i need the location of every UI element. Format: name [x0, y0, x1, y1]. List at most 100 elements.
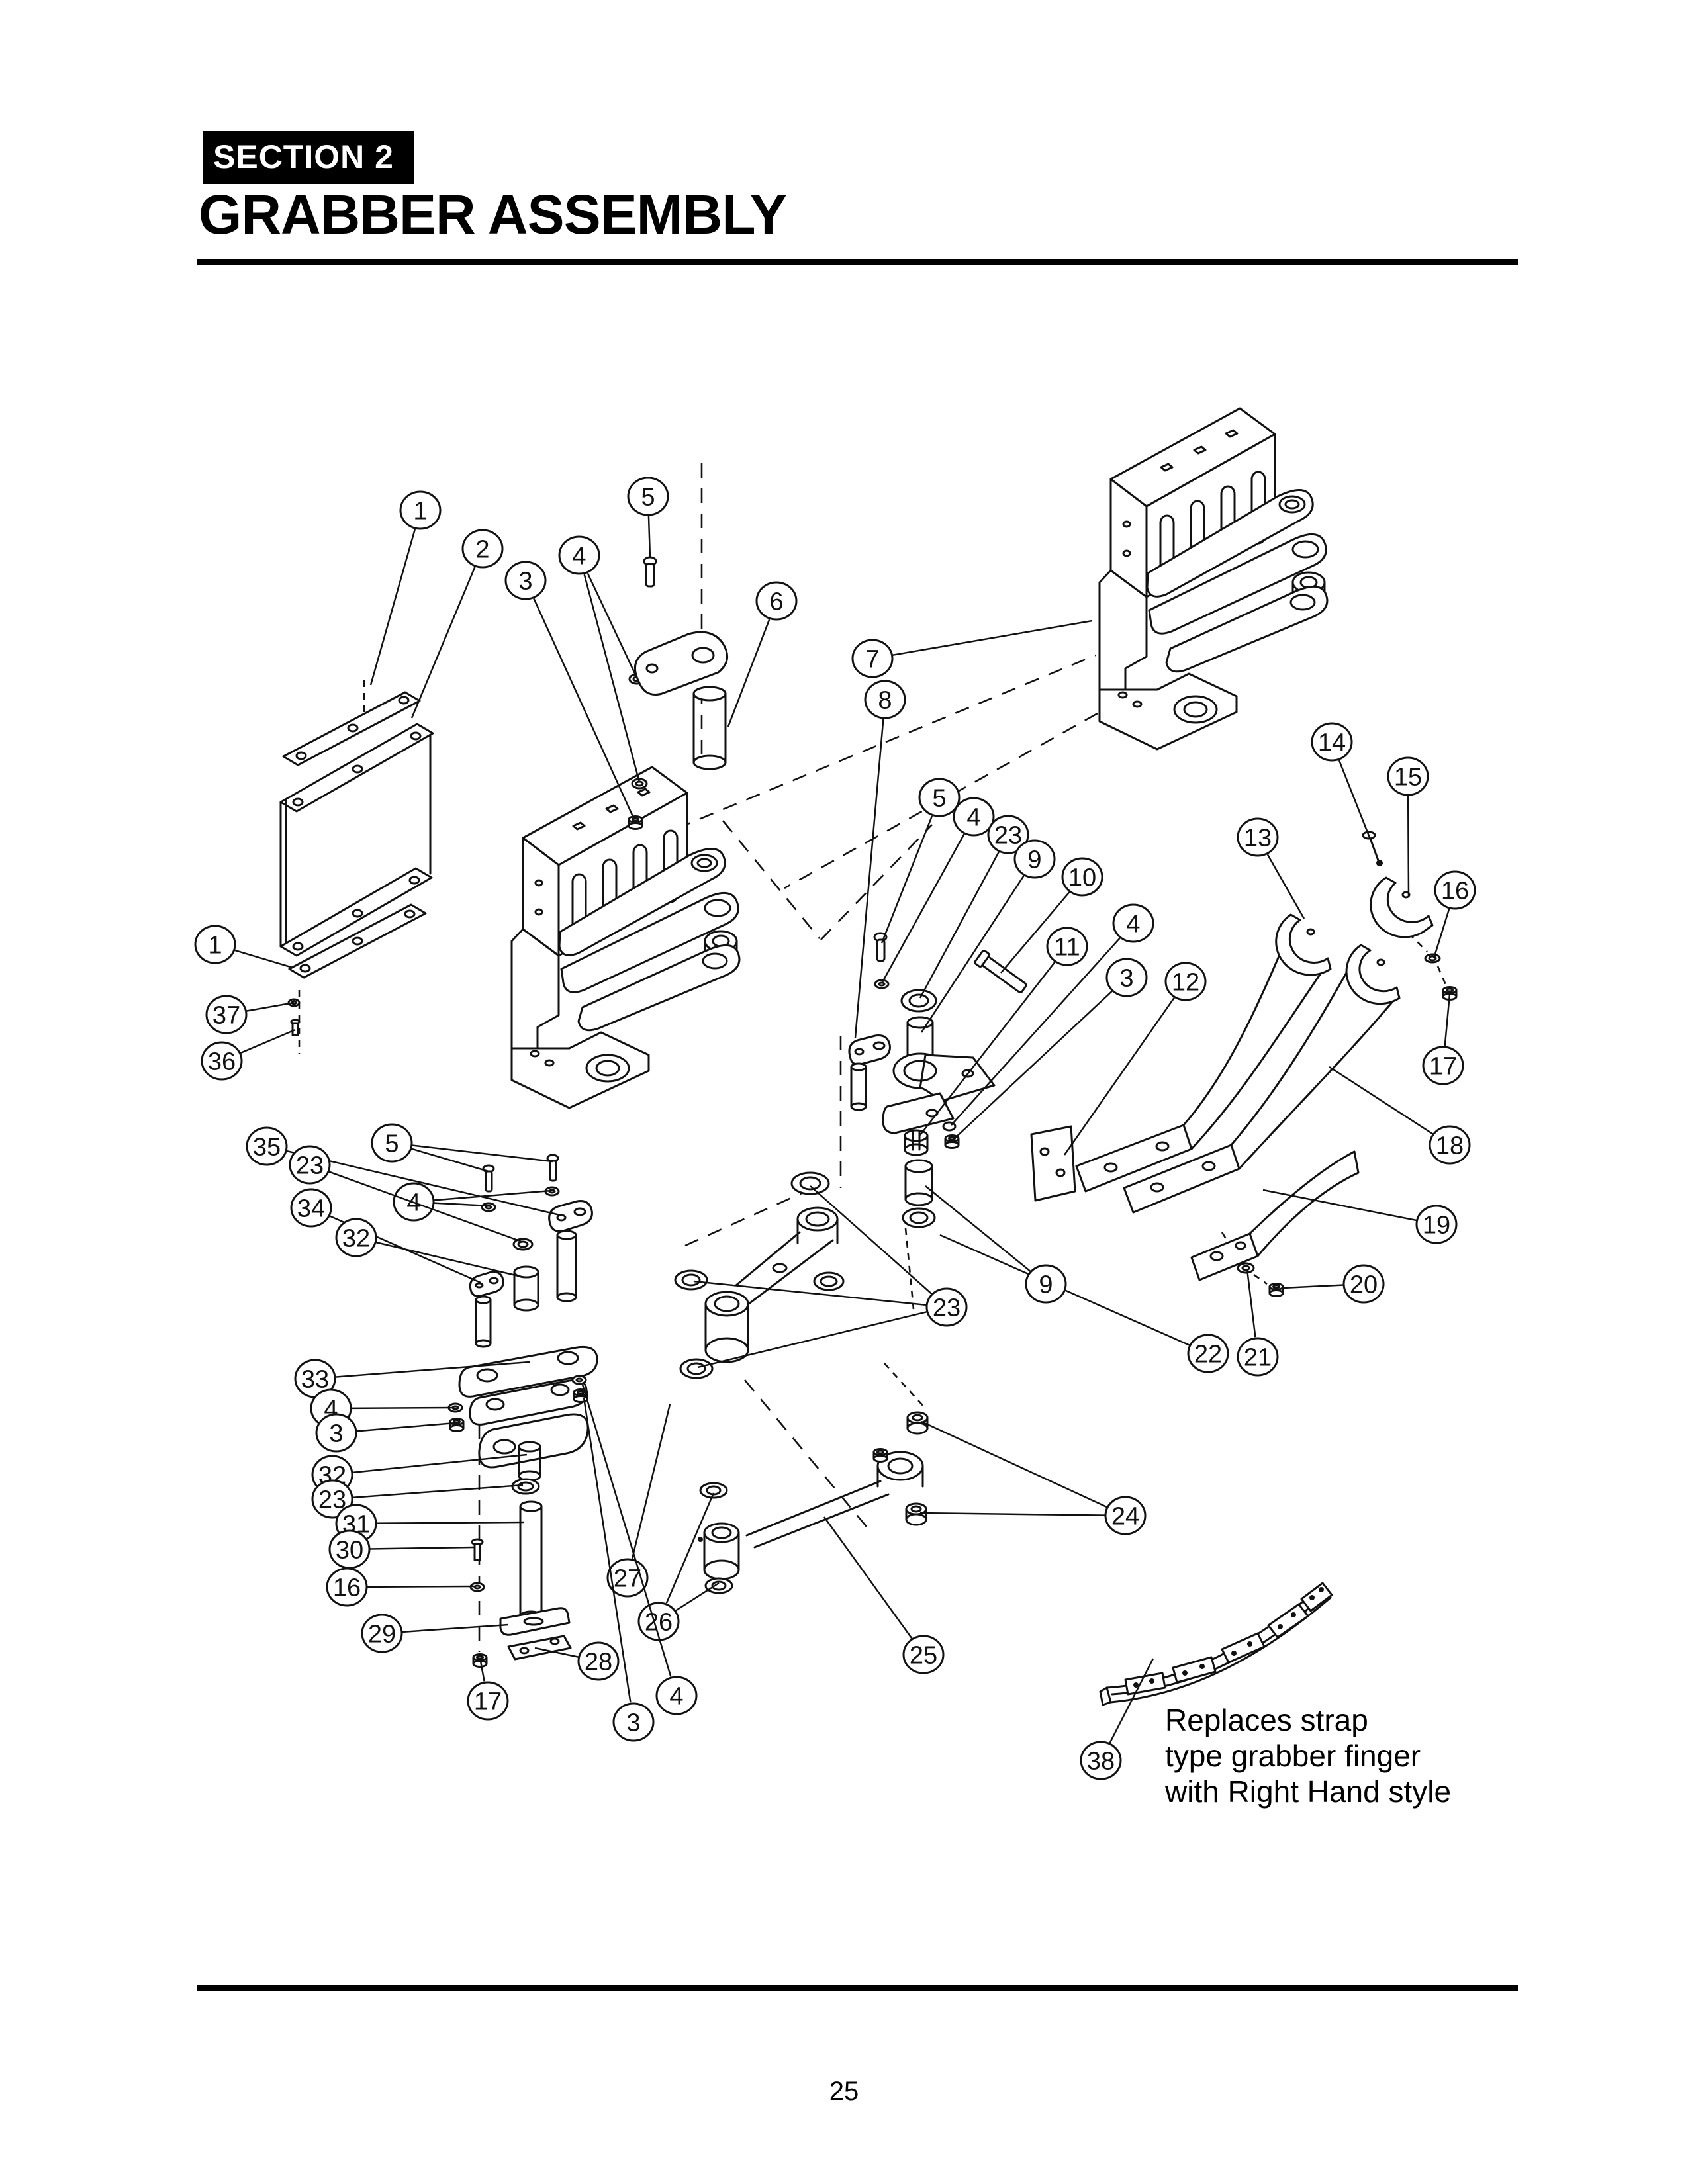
leader-line: [533, 598, 635, 820]
leader-line: [369, 529, 416, 686]
leader-line: [234, 949, 293, 969]
callout-balloon: [637, 1602, 680, 1641]
callout-35: 35: [246, 1126, 561, 1216]
callout-number: 33: [301, 1366, 329, 1394]
callout-5: 5: [627, 477, 669, 559]
callout-24: 24: [919, 1420, 1147, 1535]
callout-balloon: [1311, 722, 1353, 762]
callout-3: 3: [504, 561, 635, 820]
leader-line: [586, 572, 638, 678]
header-rule: [197, 259, 1518, 265]
callout-16: 16: [326, 1567, 475, 1607]
callout-16: 16: [1432, 870, 1476, 959]
callout-balloon: [1429, 1125, 1471, 1165]
callout-balloon: [902, 1635, 945, 1674]
callout-balloon: [361, 1614, 403, 1653]
callout-balloon: [655, 1676, 698, 1715]
callout-number: 19: [1423, 1212, 1450, 1240]
callout-balloon: [467, 1681, 509, 1721]
callout-balloon: [1112, 903, 1154, 943]
callout-balloon: [290, 1188, 332, 1228]
callout-number: 3: [1119, 965, 1133, 993]
callout-number: 10: [1068, 864, 1096, 892]
leader-line: [352, 1484, 524, 1499]
callout-balloon: [1237, 817, 1279, 857]
callout-number: 6: [769, 588, 783, 616]
leader-line: [697, 1310, 928, 1369]
callout-balloon: [1415, 1205, 1458, 1244]
leader-line: [953, 990, 1113, 1140]
callout-20: 20: [1282, 1264, 1385, 1304]
callout-4: 4: [581, 1384, 698, 1715]
callout-1: 1: [194, 925, 293, 969]
callout-number: 2: [475, 536, 489, 564]
callout-number: 5: [641, 484, 655, 512]
callout-balloon: [311, 1479, 353, 1519]
leader-line: [925, 1185, 1031, 1273]
callout-28: 28: [534, 1641, 620, 1681]
callout-number: 20: [1350, 1271, 1378, 1299]
callout-12: 12: [1063, 962, 1207, 1156]
leader-line: [246, 1001, 295, 1013]
leader-line: [285, 1150, 561, 1216]
leader-line: [581, 1384, 672, 1677]
callout-3: 3: [583, 1397, 655, 1742]
callout-balloon: [399, 490, 442, 530]
callout-number: 27: [614, 1565, 641, 1593]
callout-5: 5: [880, 778, 961, 944]
leader-line: [920, 875, 1025, 1033]
callout-30: 30: [328, 1529, 475, 1569]
callout-balloon: [205, 995, 248, 1034]
callout-number: 22: [1194, 1341, 1222, 1369]
part-middle-brackets: [469, 1154, 593, 1348]
callout-32: 32: [335, 1218, 525, 1279]
leader-line: [854, 719, 884, 1038]
leader-line: [880, 815, 933, 944]
callout-4: 4: [881, 797, 995, 983]
note-line-3: with Right Hand style: [1165, 1774, 1452, 1809]
leader-line: [1329, 1066, 1434, 1135]
callout-balloon: [371, 1123, 413, 1163]
callout-number: 14: [1318, 729, 1346, 757]
page-number: 25: [829, 2077, 859, 2106]
leader-line: [823, 1516, 913, 1639]
leader-line: [328, 1171, 522, 1243]
leader-line: [583, 574, 641, 783]
leader-line: [534, 1647, 579, 1659]
note-line-2: type grabber finger: [1165, 1739, 1421, 1773]
callout-number: 16: [333, 1574, 361, 1602]
callout-14: 14: [1311, 722, 1372, 840]
callout-37: 37: [205, 995, 295, 1034]
callout-number: 34: [297, 1195, 325, 1223]
callout-number: 37: [212, 1002, 240, 1030]
callout-balloon: [1105, 958, 1148, 997]
callout-17: 17: [1422, 993, 1464, 1085]
callout-number: 4: [1126, 911, 1140, 938]
leader-line: [1338, 760, 1372, 840]
callout-number: 25: [910, 1642, 937, 1670]
callout-19: 19: [1262, 1189, 1458, 1244]
callout-25: 25: [823, 1516, 945, 1674]
callout-number: 24: [1111, 1503, 1139, 1531]
callout-number: 4: [572, 543, 586, 570]
leader-line: [366, 1585, 475, 1588]
part-grabber-body-lower: [510, 766, 741, 1109]
leader-line: [1063, 997, 1175, 1156]
callout-number: 1: [208, 932, 222, 960]
callout-number: 18: [1436, 1132, 1464, 1160]
callout-33: 33: [294, 1359, 530, 1398]
leader-line: [240, 1028, 296, 1054]
leader-line: [693, 1280, 927, 1306]
callout-23: 23: [289, 1145, 522, 1243]
callout-number: 8: [878, 687, 892, 715]
callout-balloon: [1342, 1264, 1385, 1304]
callout-number: 3: [626, 1709, 640, 1737]
callout-balloon: [326, 1567, 368, 1607]
callout-balloon: [335, 1218, 377, 1257]
callout-number: 38: [1087, 1748, 1115, 1776]
callout-balloon: [612, 1702, 655, 1742]
callout-7: 7: [851, 619, 1093, 678]
leader-line: [375, 1241, 525, 1279]
note-text: Replaces strap type grabber finger with …: [1165, 1702, 1451, 1809]
part-tie-rod: [698, 1411, 929, 1594]
